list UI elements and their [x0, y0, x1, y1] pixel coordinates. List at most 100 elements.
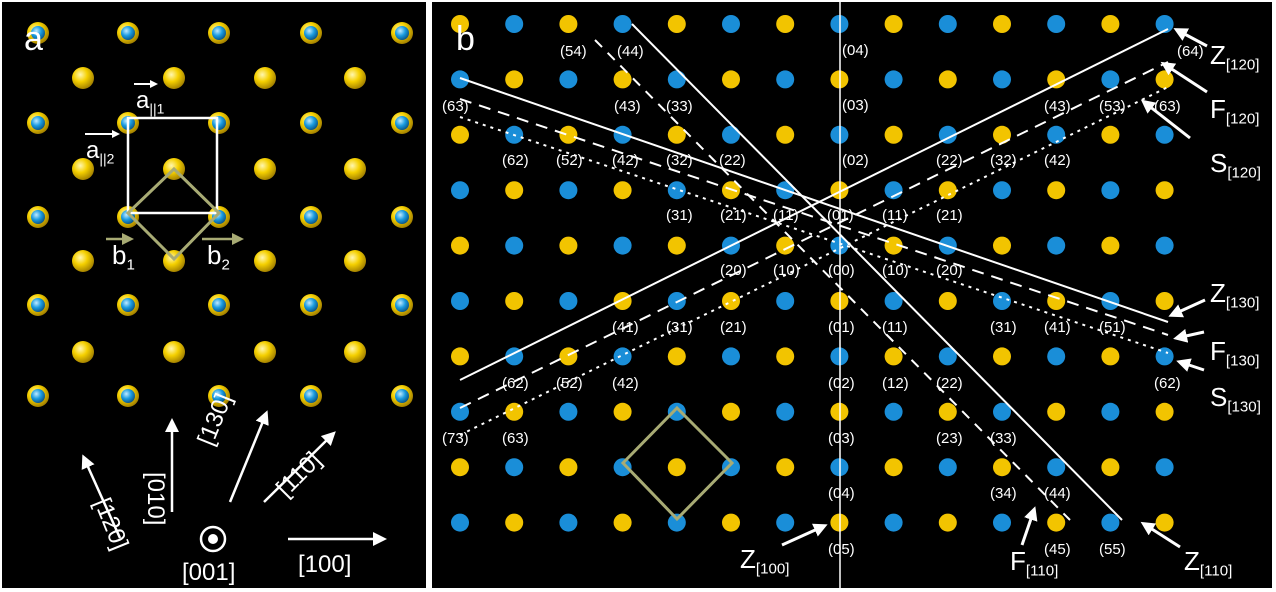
gold-diffraction-spot: [505, 513, 524, 532]
spot-index-label: (11): [882, 319, 908, 336]
spot-index-label: (11): [882, 207, 908, 224]
gold-diffraction-spot: [1101, 15, 1120, 33]
spot-index-label: (63): [442, 98, 469, 115]
line-family-label-base: S: [1210, 148, 1227, 178]
spot-index-label: (32): [666, 152, 693, 169]
direction-110-label: [110]: [271, 447, 327, 503]
blue-atom: [121, 26, 135, 40]
line-family-label-base: Z: [1184, 546, 1200, 576]
blue-diffraction-spot: [451, 70, 469, 89]
spot-index-label: (34): [990, 485, 1017, 502]
spot-index-label: (33): [990, 430, 1017, 447]
gold-diffraction-spot: [667, 458, 686, 477]
gold-diffraction-spot: [776, 347, 795, 366]
panel-b-label: b: [456, 20, 475, 58]
gold-diffraction-spot: [1155, 70, 1174, 89]
blue-atom: [304, 210, 318, 224]
vector-b2-label: b2: [207, 240, 230, 274]
line-label-arrow: [1020, 506, 1038, 546]
gold-diffraction-spot: [776, 458, 795, 477]
gold-atom: [344, 250, 366, 272]
line-family-label-base: F: [1210, 336, 1226, 366]
spot-index-label: (02): [842, 152, 869, 169]
blue-diffraction-spot: [722, 458, 740, 477]
blue-diffraction-spot: [776, 513, 795, 532]
line-family-label: F[130]: [1210, 336, 1259, 370]
line-family-label-base: Z: [1210, 40, 1226, 70]
blue-atom: [212, 298, 226, 312]
spot-index-label: (45): [1044, 541, 1071, 558]
blue-diffraction-spot: [505, 15, 524, 33]
blue-diffraction-spot: [776, 402, 795, 421]
direction-100-label: [100]: [298, 551, 351, 578]
gold-diffraction-spot: [613, 513, 632, 532]
blue-diffraction-spot: [722, 125, 740, 144]
gold-diffraction-spot: [613, 70, 632, 89]
blue-atom: [121, 298, 135, 312]
blue-atom: [395, 210, 409, 224]
blue-diffraction-spot: [1047, 458, 1066, 477]
gold-diffraction-spot: [1155, 513, 1174, 532]
blue-diffraction-spot: [1155, 125, 1174, 144]
blue-diffraction-spot: [451, 513, 469, 532]
blue-diffraction-spot: [938, 458, 957, 477]
gold-diffraction-spot: [722, 292, 740, 310]
vector-a2-label: a||2: [86, 137, 115, 166]
gold-diffraction-spot: [505, 181, 524, 200]
gold-diffraction-spot: [667, 125, 686, 144]
line-family-label: S[130]: [1210, 382, 1261, 416]
gold-diffraction-spot: [559, 347, 578, 366]
gold-diffraction-spot: [1047, 181, 1066, 200]
line-family-label-subscript: [130]: [1226, 353, 1260, 370]
blue-diffraction-spot: [1155, 236, 1174, 255]
spot-index-label: (63): [1154, 98, 1181, 115]
blue-diffraction-spot: [993, 513, 1011, 532]
gold-atom: [254, 250, 276, 272]
blue-diffraction-spot: [884, 402, 903, 421]
spot-index-label: (64): [1177, 43, 1204, 60]
spot-index-label: (62): [502, 152, 529, 169]
line-family-label-base: S: [1210, 382, 1227, 412]
blue-diffraction-spot: [1155, 458, 1174, 477]
gold-diffraction-spot: [451, 347, 469, 366]
blue-atom: [31, 116, 45, 130]
f120-dotted-line: [459, 86, 1169, 436]
spot-index-label: (55): [1099, 541, 1126, 558]
blue-atom: [304, 298, 318, 312]
direction-120-arrow: [81, 454, 122, 539]
blue-diffraction-spot: [613, 458, 632, 477]
blue-diffraction-spot: [993, 402, 1011, 421]
spot-index-label: (01): [827, 207, 854, 224]
gold-diffraction-spot: [451, 236, 469, 255]
gold-atom: [344, 158, 366, 180]
blue-diffraction-spot: [1101, 181, 1120, 200]
spot-index-label: (00): [828, 262, 855, 279]
line-family-label: Z[130]: [1210, 278, 1259, 312]
gold-diffraction-spot: [559, 125, 578, 144]
blue-diffraction-spot: [613, 236, 632, 255]
vector-b2-label-base: b: [207, 240, 221, 270]
blue-diffraction-spot: [667, 402, 686, 421]
spot-index-label: (01): [828, 319, 855, 336]
spot-index-label: (21): [720, 207, 747, 224]
gold-diffraction-spot: [1101, 347, 1120, 366]
vector-b2-label-subscript: 2: [221, 257, 229, 274]
line-family-label-base: F: [1010, 546, 1026, 576]
diffraction-pattern-figure: (54)(44)(04)(64)(63)(43)(33)(03)(43)(53)…: [442, 2, 1261, 588]
gold-diffraction-spot: [559, 15, 578, 33]
blue-diffraction-spot: [1101, 70, 1120, 89]
gold-diffraction-spot: [451, 15, 469, 33]
panel-a-label: a: [24, 20, 43, 58]
blue-atom: [304, 389, 318, 403]
spot-index-label: (04): [842, 42, 869, 59]
spot-index-label: (43): [614, 98, 641, 115]
gold-diffraction-spot: [938, 292, 957, 310]
blue-diffraction-spot: [1047, 125, 1066, 144]
blue-diffraction-spot: [884, 70, 903, 89]
line-family-label: Z[110]: [1184, 546, 1232, 580]
spot-index-label: (62): [502, 375, 529, 392]
spot-index-label: (52): [556, 152, 583, 169]
gold-diffraction-spot: [1047, 70, 1066, 89]
blue-diffraction-spot: [1047, 15, 1066, 33]
blue-diffraction-spot: [559, 402, 578, 421]
